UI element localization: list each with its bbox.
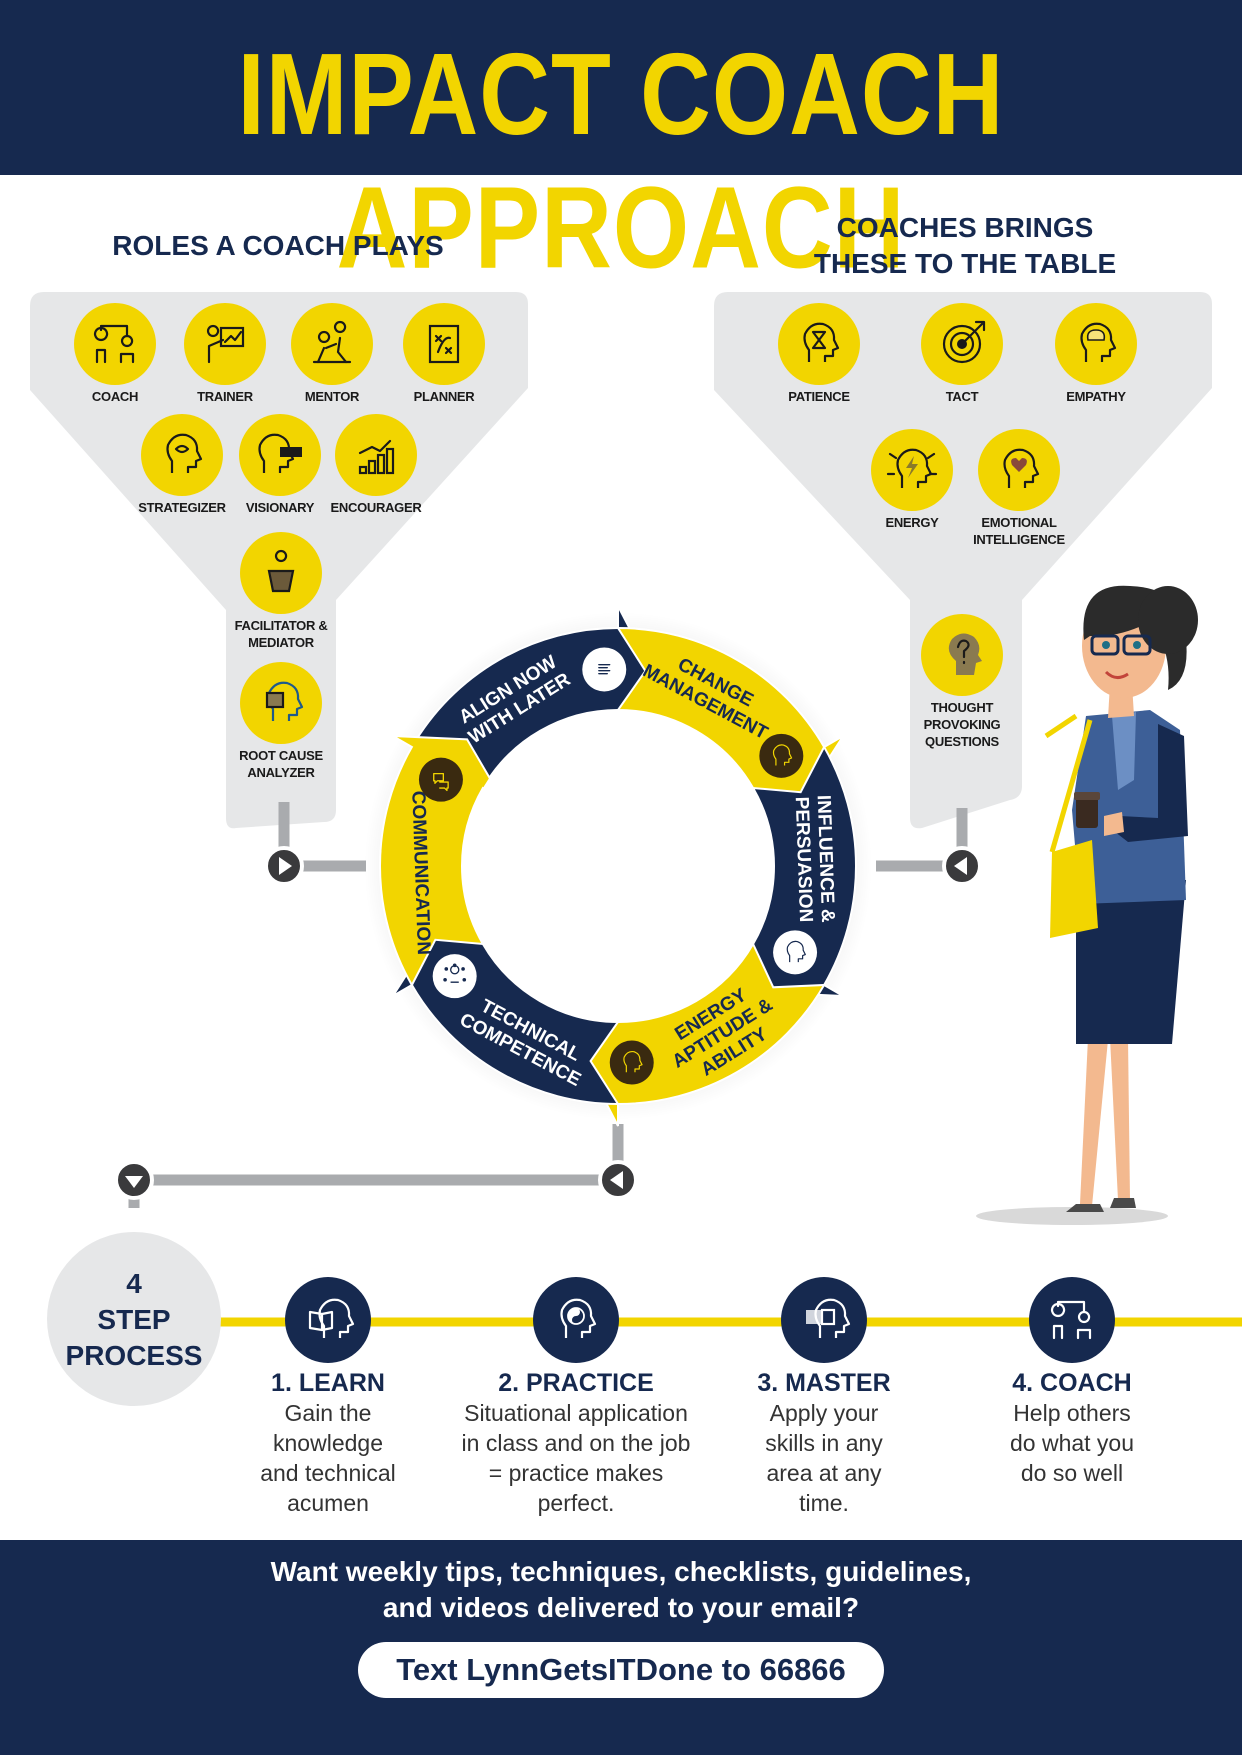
roles-heading: ROLES A COACH PLAYS [112, 230, 444, 261]
brings-funnel [714, 292, 1212, 829]
process-step: 2. PRACTICE Situational application in cl… [446, 1368, 706, 1518]
brings-heading: COACHES BRINGS THESE TO THE TABLE [813, 212, 1117, 279]
role-label: FACILITATOR & MEDIATOR [234, 618, 328, 650]
question-head-icon [921, 614, 1003, 696]
trait-label: ENERGY [885, 515, 939, 530]
mentor-icon [291, 303, 373, 385]
footer-cta-text: Want weekly tips, techniques, checklists… [270, 1556, 972, 1623]
cycle-segment: TECHNICALCOMPETENCE [391, 931, 620, 1106]
lightbulb-head-icon [609, 1040, 654, 1085]
encourager-icon [335, 414, 417, 496]
trait-label: EMOTIONAL INTELLIGENCE [973, 515, 1065, 547]
trait-label: EMPATHY [1066, 389, 1126, 404]
connector-arrow-left-icon [942, 846, 982, 886]
step-title: 1. LEARN [271, 1369, 385, 1397]
role-label: PLANNER [413, 389, 475, 404]
book-head-icon [285, 1277, 371, 1363]
role-label: STRATEGIZER [138, 500, 226, 515]
process-heading-circle: 4 STEP PROCESS [47, 1232, 221, 1406]
step-title: 2. PRACTICE [498, 1369, 654, 1397]
step-title: 4. COACH [1012, 1369, 1132, 1397]
connector-arrow-right-icon [264, 846, 304, 886]
speaking-head-icon [773, 930, 818, 975]
trait-label: TACT [945, 389, 979, 404]
role-label: ENCOURAGER [330, 500, 422, 515]
role-label: ROOT CAUSE ANALYZER [239, 748, 323, 780]
role-label: MENTOR [304, 389, 360, 404]
visionary-icon [239, 414, 321, 496]
step-description: Help others do what you do so well [1009, 1400, 1135, 1486]
step-title: 3. MASTER [757, 1369, 891, 1397]
planner-icon [403, 303, 485, 385]
cycle-segment: COMMUNICATION [379, 735, 505, 988]
network-person-icon [432, 954, 477, 999]
trait-label: THOUGHT PROVOKING QUESTIONS [923, 700, 1001, 749]
yin-yang-head-icon [533, 1277, 619, 1363]
root-cause-icon [240, 662, 322, 744]
roles-icon-group [74, 303, 485, 744]
chat-bubbles-icon [418, 757, 463, 802]
process-step: 4. COACH Help others do what you do so we… [942, 1368, 1202, 1488]
step-description: Apply your skills in any area at any tim… [765, 1400, 883, 1516]
header-banner: IMPACT COACH APPROACH [0, 0, 1242, 292]
facilitator-icon [240, 532, 322, 614]
brings-icon-group [778, 303, 1137, 696]
role-label: TRAINER [197, 389, 253, 404]
cycle-segment-label: INFLUENCE &PERSUASION [791, 795, 838, 924]
process-step: 1. LEARN Gain the knowledge and technical… [198, 1368, 458, 1518]
puzzle-head-icon [781, 1277, 867, 1363]
cycle-center [462, 710, 774, 1022]
step-description: Situational application in class and on … [461, 1400, 691, 1516]
trait-label: PATIENCE [788, 389, 850, 404]
connector-arrow-down-icon [114, 1160, 154, 1200]
sms-signup-pill[interactable]: Text LynnGetsITDone to 66866 [358, 1642, 884, 1698]
heart-head-icon [978, 429, 1060, 511]
hourglass-head-icon [778, 303, 860, 385]
brain-head-icon [1055, 303, 1137, 385]
process-heading: 4 STEP PROCESS [65, 1268, 203, 1371]
target-icon [921, 303, 1003, 385]
step-description: Gain the knowledge and technical acumen [260, 1400, 396, 1516]
connector-arrow-left-icon [598, 1160, 638, 1200]
lightning-head-icon [871, 429, 953, 511]
cycle-segment: CHANGEMANAGEMENT [616, 626, 845, 801]
gears-head-icon [759, 733, 804, 778]
coach-woman-illustration [976, 585, 1198, 1225]
coach-icon [74, 303, 156, 385]
process-step: 3. MASTER Apply your skills in any area a… [694, 1368, 954, 1518]
step-icon-group [285, 1277, 1115, 1363]
role-label: COACH [91, 389, 139, 404]
trainer-icon [184, 303, 266, 385]
coach-icon [1029, 1277, 1115, 1363]
role-label: VISIONARY [245, 500, 315, 515]
strategizer-icon [141, 414, 223, 496]
page-title: IMPACT COACH APPROACH [237, 29, 1005, 293]
document-icon [582, 647, 627, 692]
